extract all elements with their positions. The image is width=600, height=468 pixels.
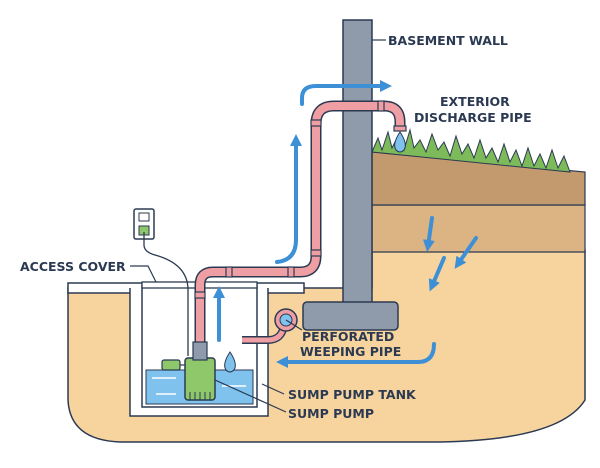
label-discharge-pipe: DISCHARGE PIPE — [414, 110, 532, 125]
water-drop-tank — [224, 351, 236, 373]
leader-lines — [130, 39, 386, 413]
label-basement-wall: BASEMENT WALL — [388, 33, 508, 48]
basement-wall — [342, 19, 373, 306]
label-weeping-pipe: WEEPING PIPE — [300, 344, 401, 359]
label-exterior: EXTERIOR — [440, 94, 510, 109]
water-ripples — [152, 377, 246, 395]
label-perforated: PERFORATED — [302, 329, 394, 344]
wall-footing — [302, 301, 399, 331]
power-cord — [143, 232, 189, 356]
water-drop-discharge — [394, 131, 406, 153]
label-access-cover: ACCESS COVER — [20, 259, 126, 274]
soil-layer-mid — [371, 204, 586, 253]
flow-arrows — [213, 80, 478, 368]
label-sump-pump: SUMP PUMP — [288, 406, 374, 421]
label-sump-pump-tank: SUMP PUMP TANK — [288, 387, 417, 402]
pipe-joints — [194, 100, 407, 299]
